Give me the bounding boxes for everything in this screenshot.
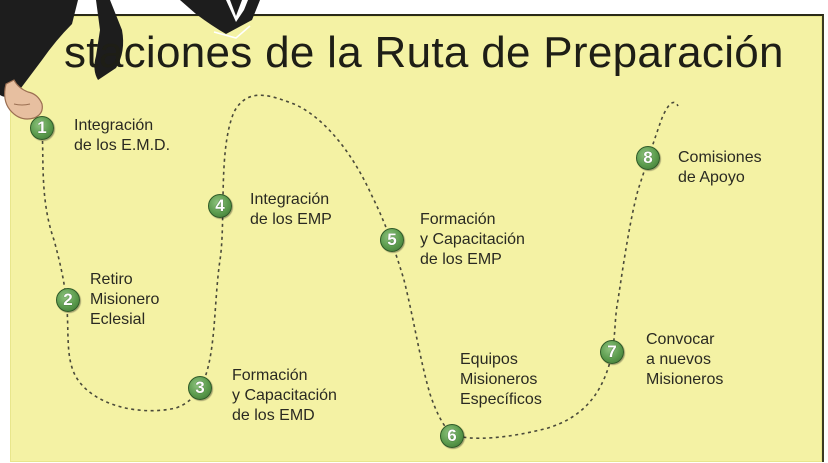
station-5-marker: 5	[380, 228, 404, 252]
station-6-line-1: Equipos	[460, 351, 518, 368]
station-3-marker: 3	[188, 376, 212, 400]
station-1-line-2: de los E.M.D.	[74, 137, 171, 154]
station-2-line-2: Misionero	[90, 291, 160, 308]
station-2-line-1: Retiro	[90, 271, 133, 288]
station-5-label: Formación y Capacitación de los EMP	[420, 210, 525, 270]
station-4-line-1: Integración	[250, 191, 330, 208]
station-7-label: Convocar a nuevos Misioneros	[646, 330, 723, 390]
station-8-marker: 8	[636, 146, 660, 170]
station-7-line-3: Misioneros	[646, 371, 724, 388]
station-6-marker: 6	[440, 424, 464, 448]
station-4-marker: 4	[208, 194, 232, 218]
station-7-marker: 7	[600, 340, 624, 364]
station-3-label: Formación y Capacitación de los EMD	[232, 366, 337, 426]
station-4-label: Integración de los EMP	[250, 190, 332, 230]
diagram-title: staciones de la Ruta de Preparación	[64, 28, 784, 77]
station-1-marker: 1	[30, 116, 54, 140]
station-3-line-2: y Capacitación	[232, 387, 337, 404]
station-6-line-2: Misioneros	[460, 371, 538, 388]
station-8-label: Comisiones de Apoyo	[678, 148, 762, 188]
station-3-line-3: de los EMD	[232, 407, 315, 424]
station-6-line-3: Específicos	[460, 391, 542, 408]
station-8-line-2: de Apoyo	[678, 169, 745, 186]
station-8-line-1: Comisiones	[678, 149, 762, 166]
station-7-line-1: Convocar	[646, 331, 715, 348]
station-2-marker: 2	[56, 288, 80, 312]
station-5-line-2: y Capacitación	[420, 231, 525, 248]
station-4-line-2: de los EMP	[250, 211, 332, 228]
station-1-line-1: Integración	[74, 117, 154, 134]
station-5-line-1: Formación	[420, 211, 496, 228]
station-6-label: Equipos Misioneros Específicos	[460, 350, 542, 410]
poster-background	[10, 14, 824, 462]
station-3-line-1: Formación	[232, 367, 308, 384]
station-5-line-3: de los EMP	[420, 251, 502, 268]
station-7-line-2: a nuevos	[646, 351, 711, 368]
station-2-label: Retiro Misionero Eclesial	[90, 270, 159, 330]
station-1-label: Integración de los E.M.D.	[74, 116, 170, 156]
station-2-line-3: Eclesial	[90, 311, 146, 328]
